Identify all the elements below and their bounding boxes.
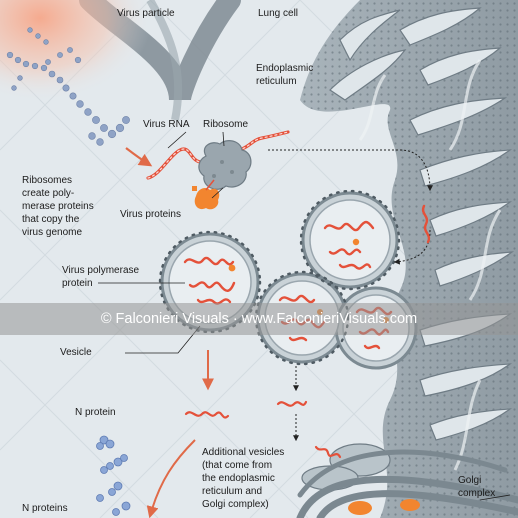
label-virus-polymerase: Virus polymerase protein [62, 265, 140, 289]
label-vesicle: Vesicle [60, 347, 92, 358]
virus-protein-icon [192, 179, 220, 210]
er-rna-squiggle [421, 204, 431, 244]
ribosome-icon [198, 140, 252, 190]
virus-rna-strand-dash [147, 131, 289, 179]
loose-rna-2 [276, 400, 308, 407]
virus-rna-chain [6, 27, 130, 146]
label-n-proteins: N proteins [22, 503, 68, 514]
n-protein-clusters [96, 435, 131, 516]
loose-rna-1 [184, 411, 230, 419]
label-virus-rna: Virus RNA [143, 119, 190, 130]
label-golgi-complex: Golgi complex [458, 475, 496, 499]
loose-rna-3 [314, 445, 342, 459]
label-lung-cell: Lung cell [258, 8, 299, 19]
arrow-n-protein-down [146, 439, 196, 518]
label-additional-vesicles: Additional vesicles (that come from the … [202, 447, 285, 510]
leader-lines [98, 131, 511, 501]
arrow-er-to-vesicle [393, 229, 431, 265]
watermark-text: © Falconieri Visuals · www.FalconieriVis… [100, 311, 418, 327]
arrow-ribosome-to-er [268, 149, 433, 192]
golgi-complex [296, 449, 518, 518]
label-virus-proteins: Virus proteins [120, 209, 181, 220]
label-virus-particle: Virus particle [117, 8, 175, 19]
label-ribosomes-note: Ribosomes create poly- merase proteins t… [22, 175, 94, 238]
label-n-protein: N protein [75, 407, 116, 418]
label-ribosome: Ribosome [203, 119, 249, 130]
arrow-rna-to-ribosome [125, 147, 153, 167]
endoplasmic-reticulum [300, 0, 518, 518]
label-endoplasmic-reticulum: Endoplasmic reticulum [256, 63, 314, 87]
golgi-orange-spots [348, 499, 420, 515]
watermark-band: © Falconieri Visuals · www.FalconieriVis… [0, 303, 518, 335]
vesicle-cluster [158, 189, 418, 370]
